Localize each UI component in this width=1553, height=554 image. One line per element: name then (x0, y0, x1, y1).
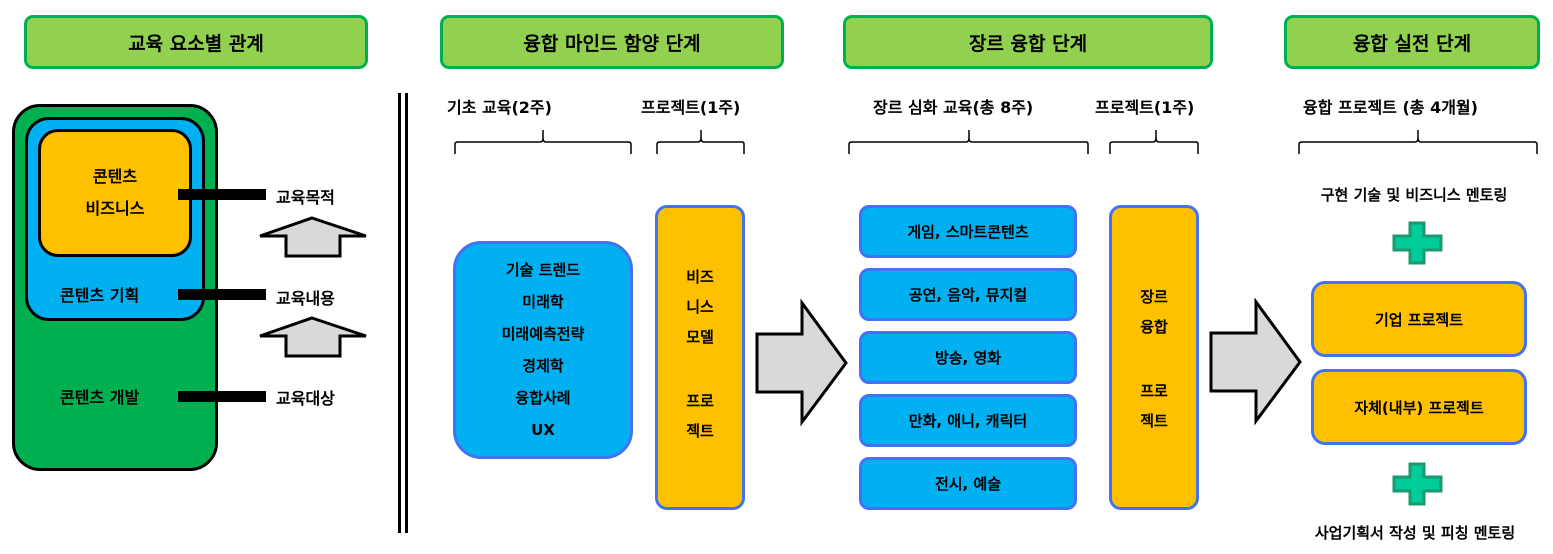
project-line: 장르 (1140, 288, 1168, 306)
bottom-mentoring-label: 사업기획서 작성 및 피칭 멘토링 (1314, 524, 1516, 542)
basic-education-box: 기술 트렌드 미래학 미래예측전략 경제학 융합사례 UX (453, 241, 633, 459)
brace-fusion-project (1298, 130, 1538, 154)
brace-basic (454, 130, 632, 154)
inner-box-content-business: 콘텐츠 비즈니스 (38, 129, 192, 257)
project-line: 프로 (686, 392, 714, 410)
project-line: 니스 (686, 298, 714, 316)
separator-line (405, 93, 408, 533)
separator-line (398, 93, 401, 533)
plus-icon (1392, 462, 1443, 506)
up-arrow-icon (259, 316, 367, 358)
project-line: 젝트 (686, 422, 714, 440)
project-line: 융합 (1140, 318, 1168, 336)
genre-advanced-label: 장르 심화 교육(총 8주) (873, 98, 1034, 117)
basic-item: 융합사례 (515, 389, 571, 407)
inner-box-line: 비즈니스 (85, 199, 145, 218)
label-education-content: 교육내용 (276, 289, 335, 308)
corporate-project-box: 기업 프로젝트 (1311, 281, 1527, 357)
basic-item: 경제학 (522, 357, 564, 375)
internal-project-box: 자체(내부) 프로젝트 (1311, 369, 1527, 445)
header-mindset-stage: 융합 마인드 함양 단계 (440, 15, 784, 69)
basic-item: 기술 트렌드 (505, 261, 581, 279)
label-education-target: 교육대상 (276, 389, 335, 408)
genre-item-game: 게임, 스마트콘텐츠 (859, 205, 1077, 258)
connector-content (178, 289, 266, 300)
genre-item-exhibition: 전시, 예술 (859, 457, 1077, 510)
mindset-project-label: 프로젝트(1주) (641, 98, 741, 117)
project-line: 모델 (686, 328, 714, 346)
right-arrow-icon (755, 298, 848, 427)
brace-genre-advanced (848, 130, 1089, 154)
right-arrow-icon (1209, 297, 1302, 426)
top-mentoring-label: 구현 기술 및 비즈니스 멘토링 (1320, 186, 1508, 204)
genre-item-performance: 공연, 음악, 뮤지컬 (859, 268, 1077, 321)
brace-genre-project (1109, 130, 1199, 154)
genre-fusion-project-box: 장르 융합 프로 젝트 (1109, 205, 1199, 510)
business-model-project-box: 비즈 니스 모델 프로 젝트 (655, 205, 745, 510)
basic-education-label: 기초 교육(2주) (447, 98, 552, 117)
middle-box-label: 콘텐츠 기획 (60, 286, 140, 305)
fusion-project-label: 융합 프로젝트 (총 4개월) (1303, 98, 1478, 117)
plus-icon (1392, 221, 1443, 265)
header-genre-stage: 장르 융합 단계 (843, 15, 1213, 69)
project-line: 프로 (1140, 382, 1168, 400)
basic-item: 미래학 (522, 293, 564, 311)
connector-target (178, 391, 266, 402)
inner-box-line: 콘텐츠 (92, 167, 138, 186)
brace-mindset-project (656, 130, 745, 154)
genre-project-label: 프로젝트(1주) (1095, 98, 1195, 117)
header-relations: 교육 요소별 관계 (24, 15, 368, 69)
basic-item: UX (531, 421, 555, 439)
label-education-purpose: 교육목적 (276, 188, 335, 207)
genre-item-broadcast: 방송, 영화 (859, 331, 1077, 384)
genre-item-comics: 만화, 애니, 캐릭터 (859, 394, 1077, 447)
project-line: 비즈 (686, 268, 714, 286)
project-line: 젝트 (1140, 412, 1168, 430)
outer-box-label: 콘텐츠 개발 (60, 388, 140, 407)
basic-item: 미래예측전략 (501, 325, 585, 343)
connector-purpose (178, 189, 266, 200)
up-arrow-icon (259, 216, 367, 258)
header-practice-stage: 융합 실전 단계 (1284, 15, 1540, 69)
